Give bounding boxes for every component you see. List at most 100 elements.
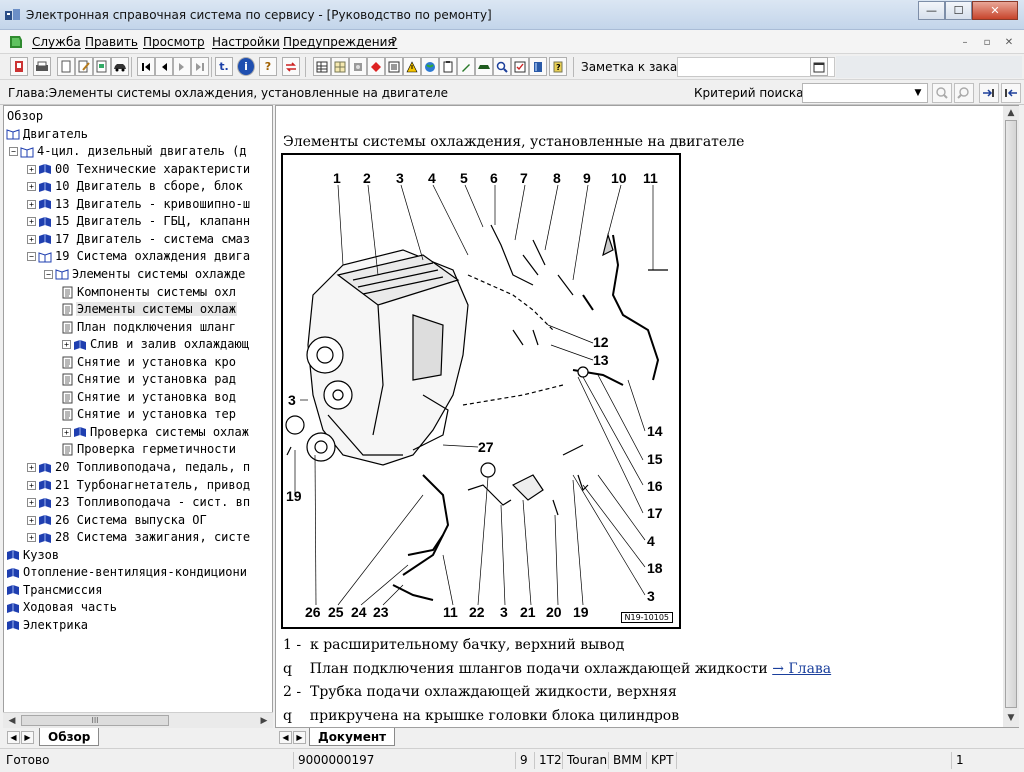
expand-icon[interactable]: + [27, 498, 36, 508]
help-button[interactable]: ? [259, 57, 277, 76]
scroll-down-arrow-icon[interactable]: ▼ [1007, 713, 1015, 723]
pen-icon[interactable] [457, 57, 475, 76]
tree-item[interactable]: Обзор [6, 108, 44, 126]
first-page-icon[interactable] [137, 57, 155, 76]
tree-item[interactable]: +21 Турбонагнетатель, привод [27, 477, 251, 495]
checklist-icon[interactable] [511, 57, 529, 76]
mdi-close-button[interactable]: ✕ [1004, 36, 1014, 48]
book-icon[interactable] [529, 57, 547, 76]
chevron-down-icon[interactable]: ▼ [914, 88, 922, 98]
tree-item[interactable]: +10 Двигатель в сборе, блок [27, 178, 244, 196]
tree-item[interactable]: +23 Топливоподача - сист. вп [27, 494, 251, 512]
calendar-icon[interactable] [810, 57, 828, 76]
expand-icon[interactable]: + [27, 199, 36, 209]
maximize-button[interactable]: ☐ [945, 1, 972, 20]
expand-icon[interactable]: + [27, 480, 36, 490]
search-criteria-select[interactable]: ▼ [802, 83, 928, 103]
text-mode-button[interactable]: t. [215, 57, 233, 76]
tab-prev-icon[interactable]: ◀ [7, 731, 20, 744]
menu-view[interactable]: Просмотр [143, 35, 205, 49]
search-back-icon[interactable] [954, 83, 974, 103]
tree-item[interactable]: −4-цил. дизельный двигатель (д [9, 143, 248, 161]
document-menu-icon[interactable] [8, 34, 24, 50]
tree-item[interactable]: +15 Двигатель - ГБЦ, клапанн [27, 213, 251, 231]
tree-item[interactable]: Компоненты системы охл [62, 284, 237, 302]
car-icon[interactable] [475, 57, 493, 76]
chapter-link[interactable]: → Глава [772, 661, 832, 677]
menu-settings[interactable]: Настройки [212, 35, 280, 49]
tree-item[interactable]: −19 Система охлаждения двига [27, 248, 251, 266]
collapse-icon[interactable]: − [9, 147, 18, 157]
exit-icon[interactable] [10, 57, 28, 76]
expand-icon[interactable]: + [27, 182, 36, 192]
tree-item[interactable]: Снятие и установка тер [62, 406, 237, 424]
last-page-icon[interactable] [191, 57, 209, 76]
collapse-icon[interactable]: − [44, 269, 53, 279]
tree-scroll-thumb[interactable]: III [21, 715, 169, 726]
print-icon[interactable] [33, 57, 51, 76]
tree-item[interactable]: Кузов [6, 547, 60, 565]
scroll-up-arrow-icon[interactable]: ▲ [1007, 108, 1015, 118]
collapse-icon[interactable]: − [27, 252, 36, 262]
tree-item[interactable]: Снятие и установка рад [62, 371, 237, 389]
minimize-button[interactable]: — [918, 1, 945, 20]
order-note-input[interactable] [677, 57, 835, 77]
tree-item[interactable]: +26 Системa выпуска ОГ [27, 512, 208, 530]
tab-next-icon[interactable]: ▶ [293, 731, 306, 744]
tree-horizontal-scrollbar[interactable]: ◀ III ▶ [3, 712, 273, 728]
expand-icon[interactable]: + [27, 463, 36, 472]
grid-icon[interactable] [331, 57, 349, 76]
tree-item[interactable]: Электрика [6, 617, 89, 635]
expand-icon[interactable]: + [27, 164, 36, 174]
document-scroll-thumb[interactable] [1005, 120, 1017, 708]
search-forward-icon[interactable] [932, 83, 952, 103]
scroll-left-arrow-icon[interactable]: ◀ [8, 716, 16, 726]
menu-warnings[interactable]: Предупреждения [283, 35, 395, 49]
mdi-minimize-button[interactable]: – [962, 36, 968, 48]
tree-item[interactable]: +00 Технические характеристи [27, 161, 251, 179]
previous-page-icon[interactable] [155, 57, 173, 76]
tree-item[interactable]: +13 Двигатель - кривошипно-ш [27, 196, 251, 214]
diamond-icon[interactable] [367, 57, 385, 76]
vehicle-icon[interactable] [111, 57, 129, 76]
tree-item[interactable]: Ходовая часть [6, 599, 118, 617]
tree-item[interactable]: +Слив и залив охлаждающ [62, 336, 250, 354]
new-document-icon[interactable] [57, 57, 75, 76]
tab-next-icon[interactable]: ▶ [21, 731, 34, 744]
tree-item[interactable]: Трансмиссия [6, 582, 103, 600]
menu-service[interactable]: Служба [32, 35, 81, 49]
menu-edit[interactable]: Править [85, 35, 138, 49]
clipboard-icon[interactable] [439, 57, 457, 76]
expand-icon[interactable]: + [27, 515, 36, 525]
tree-item[interactable]: Снятие и установка вод [62, 389, 237, 407]
tree-item[interactable]: −Элементы системы охлажде [44, 266, 246, 284]
tab-overview[interactable]: Обзор [39, 728, 100, 746]
document-vertical-scrollbar[interactable]: ▲ ▼ [1003, 106, 1019, 727]
table-icon[interactable] [313, 57, 331, 76]
edit-document-icon[interactable] [75, 57, 93, 76]
tree-item[interactable]: Проверка герметичности [62, 441, 237, 459]
info-button[interactable]: i [237, 57, 255, 76]
tab-document[interactable]: Документ [309, 728, 396, 746]
warning-icon[interactable] [403, 57, 421, 76]
expand-icon[interactable]: + [27, 217, 36, 227]
next-page-icon[interactable] [173, 57, 191, 76]
tree-item[interactable]: +Проверка системы охлаж [62, 424, 250, 442]
list-icon[interactable] [385, 57, 403, 76]
menu-help[interactable]: ? [391, 35, 398, 49]
mdi-restore-button[interactable]: ▫ [983, 36, 991, 48]
tab-prev-icon[interactable]: ◀ [279, 731, 292, 744]
tree-item[interactable]: +20 Топливоподача, педаль, п [27, 459, 251, 477]
tree-item[interactable]: Элементы системы охлаж [62, 301, 237, 319]
switch-icon[interactable] [282, 57, 300, 76]
close-button[interactable]: ✕ [972, 1, 1018, 20]
expand-icon[interactable]: + [62, 427, 71, 437]
expand-icon[interactable]: + [27, 533, 36, 543]
document-view-icon[interactable] [93, 57, 111, 76]
scroll-right-arrow-icon[interactable]: ▶ [260, 716, 268, 726]
expand-icon[interactable]: + [62, 340, 71, 350]
tree-item[interactable]: Отопление-вентиляция-кондициони [6, 564, 248, 582]
collapse-all-icon[interactable] [1001, 83, 1021, 103]
tree-item[interactable]: Снятие и установка кро [62, 354, 237, 372]
tree-item[interactable]: +28 Система зажигания, систе [27, 529, 251, 547]
